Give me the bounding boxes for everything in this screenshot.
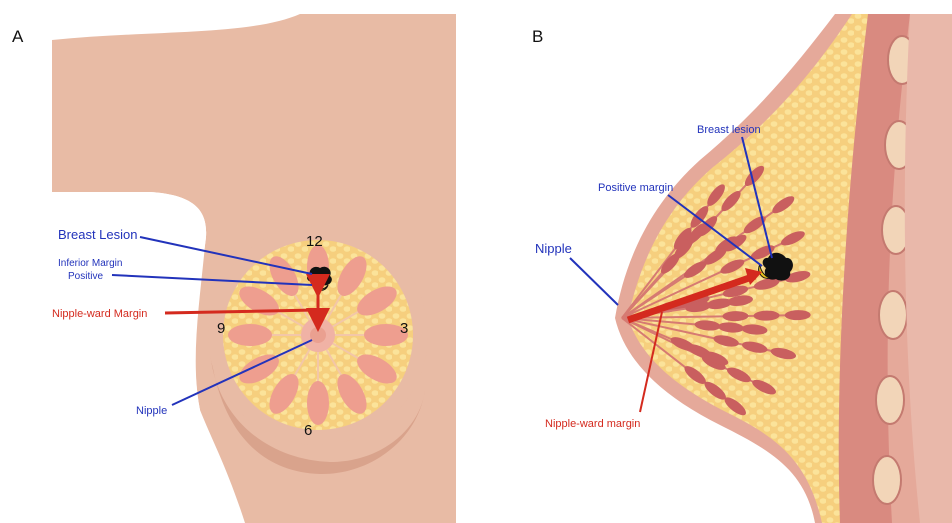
label-breast-lesion-b: Breast lesion xyxy=(697,124,761,136)
rib-section xyxy=(879,291,907,339)
panel-b-letter: B xyxy=(532,27,543,46)
arm-gap xyxy=(52,192,206,410)
clock-12: 12 xyxy=(306,233,323,250)
panel-b: B Breast lesion Positive margin Nipple N… xyxy=(532,14,952,523)
label-inferior-margin-line1: Inferior Margin xyxy=(58,258,122,269)
label-nipple-a: Nipple xyxy=(136,405,167,417)
rib-section xyxy=(873,456,901,504)
clock-3: 3 xyxy=(400,320,408,337)
label-nipple-ward-margin-a: Nipple-ward Margin xyxy=(52,308,147,320)
nipple-dot xyxy=(310,327,326,343)
clock-9: 9 xyxy=(217,320,225,337)
label-inferior-margin-line2: Positive xyxy=(68,271,103,282)
panel-a-letter: A xyxy=(12,27,24,46)
label-nipple-ward-margin-b: Nipple-ward margin xyxy=(545,418,640,430)
lobule xyxy=(307,381,329,425)
leader-nipple-b xyxy=(570,258,618,305)
label-breast-lesion-a: Breast Lesion xyxy=(58,227,138,242)
label-nipple-b: Nipple xyxy=(535,241,572,256)
clock-6: 6 xyxy=(304,422,312,439)
panel-a: A 12 3 6 9 Breast Lesion Inferior Margin… xyxy=(12,14,456,523)
label-positive-margin: Positive margin xyxy=(598,182,673,194)
rib-section xyxy=(876,376,904,424)
lobule xyxy=(228,324,272,346)
